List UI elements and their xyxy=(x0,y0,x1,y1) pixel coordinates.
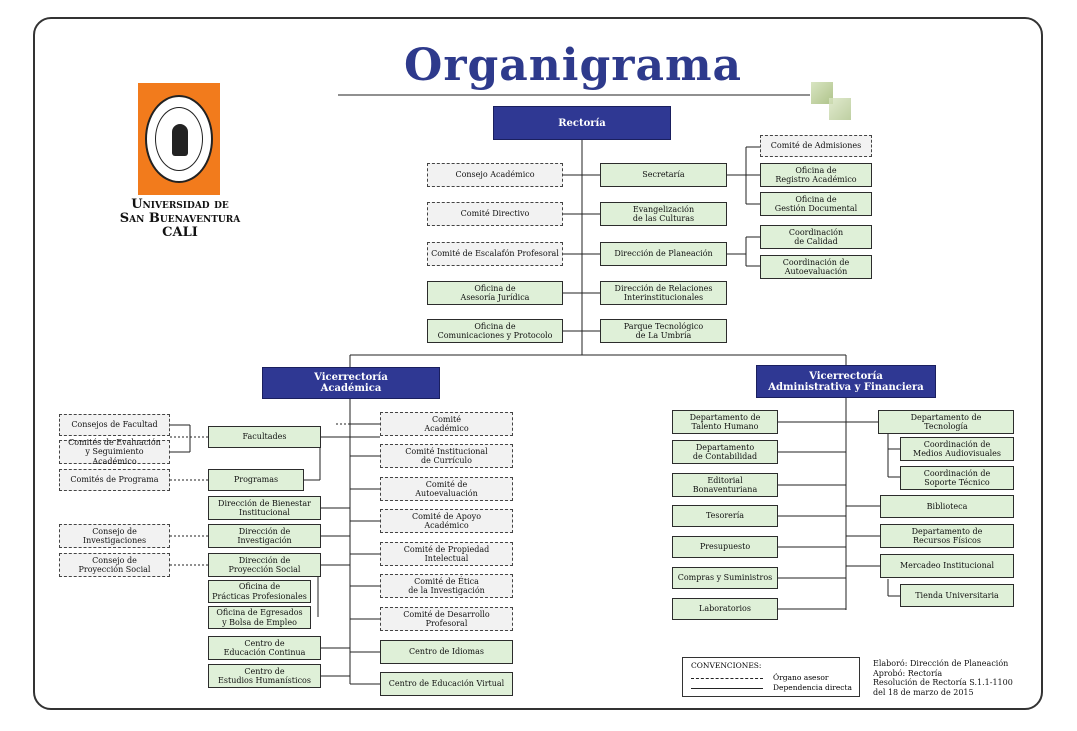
vicerrectoria-academica-box: Vicerrectoría Académica xyxy=(262,367,440,399)
educacion-continua-box: Centro de Educación Continua xyxy=(208,636,321,660)
investigacion-box: Dirección de Investigación xyxy=(208,524,321,548)
university-name-line2: San Buenaventura xyxy=(119,211,241,226)
consejo-proyeccion-box: Consejo de Proyección Social xyxy=(59,553,170,577)
university-name-line3: CALI xyxy=(162,225,198,240)
mercadeo-box: Mercadeo Institucional xyxy=(880,554,1014,578)
consejo-academico-box: Consejo Académico xyxy=(427,163,563,187)
laboratorios-box: Laboratorios xyxy=(672,598,778,620)
evangelizacion-box: Evangelización de las Culturas xyxy=(600,202,727,226)
rectoria-box: Rectoría xyxy=(493,106,671,140)
facultades-box: Facultades xyxy=(208,426,321,448)
university-name: Universidad de San Buenaventura CALI xyxy=(100,198,260,240)
estudios-humanisticos-box: Centro de Estudios Humanísticos xyxy=(208,664,321,688)
comite-apoyo-box: Comité de Apoyo Académico xyxy=(380,509,513,533)
note-line3: Resolución de Rectoría S.1.1-1100 xyxy=(873,678,1013,687)
note-line4: del 18 de marzo de 2015 xyxy=(873,687,974,697)
legend-solid-line xyxy=(691,688,763,689)
tienda-box: Tienda Universitaria xyxy=(900,584,1014,607)
university-name-line1: Universidad de xyxy=(131,197,229,212)
note-line2: Aprobó: Rectoría xyxy=(873,668,943,678)
bienestar-box: Dirección de Bienestar Institucional xyxy=(208,496,321,520)
comite-etica-box: Comité de Ética de la Investigación xyxy=(380,574,513,598)
legend-title: CONVENCIONES: xyxy=(691,661,762,670)
editorial-box: Editorial Bonaventuriana xyxy=(672,473,778,497)
parque-box: Parque Tecnológico de La Umbría xyxy=(600,319,727,343)
tecnologia-box: Departamento de Tecnología xyxy=(878,410,1014,434)
consejos-facultad-box: Consejos de Facultad xyxy=(59,414,170,436)
planeacion-box: Dirección de Planeación xyxy=(600,242,727,266)
comite-directivo-box: Comité Directivo xyxy=(427,202,563,226)
compras-box: Compras y Suministros xyxy=(672,567,778,589)
decor-square xyxy=(829,98,851,120)
biblioteca-box: Biblioteca xyxy=(880,495,1014,518)
presupuesto-box: Presupuesto xyxy=(672,536,778,558)
egresados-box: Oficina de Egresados y Bolsa de Empleo xyxy=(208,606,311,629)
comite-desarrollo-box: Comité de Desarrollo Profesoral xyxy=(380,607,513,631)
decor-square xyxy=(811,82,833,104)
talento-humano-box: Departamento de Talento Humano xyxy=(672,410,778,434)
chart-frame xyxy=(33,17,1043,710)
recursos-fisicos-box: Departamento de Recursos Físicos xyxy=(880,524,1014,548)
legend: CONVENCIONES: Órgano asesor Dependencia … xyxy=(682,657,860,697)
comites-programa-box: Comités de Programa xyxy=(59,469,170,491)
note-line1: Elaboró: Dirección de Planeación xyxy=(873,659,1009,668)
autoevaluacion-box: Coordinación de Autoevaluación xyxy=(760,255,872,279)
legend-dashed-line xyxy=(691,678,763,679)
comite-autoevaluacion-box: Comité de Autoevaluación xyxy=(380,477,513,501)
registro-box: Oficina de Registro Académico xyxy=(760,163,872,187)
comunicaciones-box: Oficina de Comunicaciones y Protocolo xyxy=(427,319,563,343)
tesoreria-box: Tesorería xyxy=(672,505,778,527)
gestion-documental-box: Oficina de Gestión Documental xyxy=(760,192,872,216)
medios-audiovisuales-box: Coordinación de Medios Audiovisuales xyxy=(900,437,1014,461)
secretaria-box: Secretaría xyxy=(600,163,727,187)
practicas-box: Oficina de Prácticas Profesionales xyxy=(208,580,311,603)
vicerrectoria-administrativa-box: Vicerrectoría Administrativa y Financier… xyxy=(756,365,936,398)
relaciones-box: Dirección de Relaciones Interinstitucion… xyxy=(600,281,727,305)
idiomas-box: Centro de Idiomas xyxy=(380,640,513,664)
comite-escalafon-box: Comité de Escalafón Profesoral xyxy=(427,242,563,266)
contabilidad-box: Departamento de Contabilidad xyxy=(672,440,778,464)
asesoria-juridica-box: Oficina de Asesoría Jurídica xyxy=(427,281,563,305)
seal-icon xyxy=(145,95,213,183)
calidad-box: Coordinación de Calidad xyxy=(760,225,872,249)
consejo-investigaciones-box: Consejo de Investigaciones xyxy=(59,524,170,548)
university-logo xyxy=(138,83,220,195)
comites-evaluacion-box: Comités de Evaluación y Seguimiento Acad… xyxy=(59,438,170,466)
proyeccion-social-box: Dirección de Proyección Social xyxy=(208,553,321,577)
soporte-tecnico-box: Coordinación de Soporte Técnico xyxy=(900,466,1014,490)
legend-advisory-label: Órgano asesor xyxy=(773,673,829,682)
chart-title: Organigrama xyxy=(404,40,743,91)
comite-curriculo-box: Comité Institucional de Currículo xyxy=(380,444,513,468)
legend-direct-label: Dependencia directa xyxy=(773,683,852,692)
programas-box: Programas xyxy=(208,469,304,491)
comite-admisiones-box: Comité de Admisiones xyxy=(760,135,872,157)
comite-academico-box: Comité Académico xyxy=(380,412,513,436)
comite-propiedad-box: Comité de Propiedad Intelectual xyxy=(380,542,513,566)
educacion-virtual-box: Centro de Educación Virtual xyxy=(380,672,513,696)
approval-notes: Elaboró: Dirección de Planeación Aprobó:… xyxy=(873,659,1013,697)
